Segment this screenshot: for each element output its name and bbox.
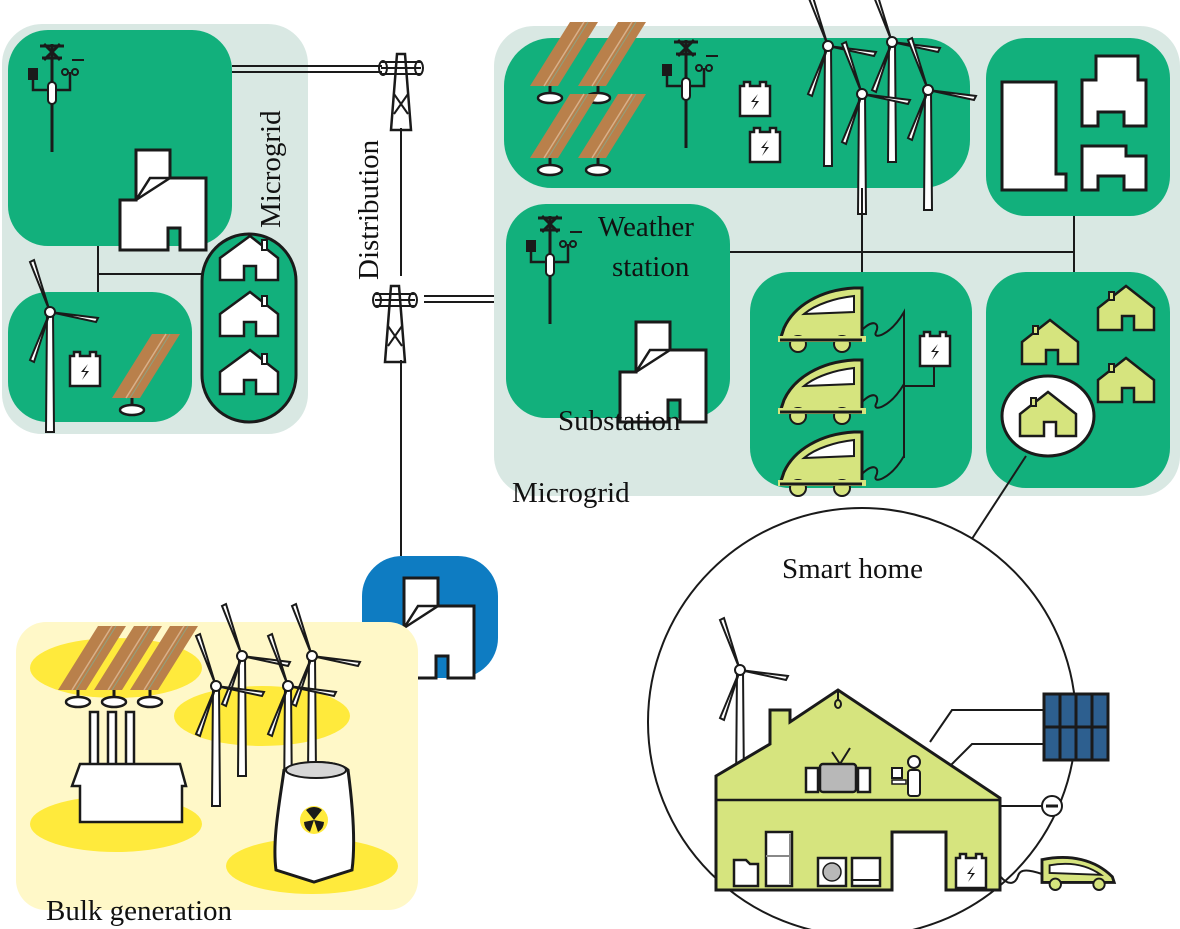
light-bulb-icon (834, 699, 842, 709)
bulk-generation-label: Bulk generation (46, 895, 233, 927)
smart-home-label: Smart home (782, 553, 923, 585)
fossil-power-plant-icon (70, 710, 188, 824)
battery-icon (738, 80, 772, 118)
left-microgrid-label: Microgrid (255, 110, 287, 228)
bulk-generation: Bulk generation (16, 603, 418, 927)
office-building-icon (1000, 80, 1068, 192)
distribution-line-left (232, 65, 382, 73)
computer-user-icon (891, 755, 921, 797)
right-microgrid-label: Microgrid (512, 477, 630, 509)
solar-wiring (929, 709, 1044, 767)
smart-home-connector (965, 455, 1027, 549)
charging-wires (861, 308, 935, 481)
smart-home: Smart home (647, 455, 1117, 929)
substation-label: Substation (558, 405, 681, 437)
office-building-icon (1080, 144, 1148, 192)
microgrid-bus (730, 188, 1075, 272)
distribution-label: Distribution (353, 139, 385, 280)
distribution: Distribution (232, 52, 506, 556)
electric-vehicle-icon (1040, 856, 1117, 891)
transmission-tower-icon (377, 52, 425, 132)
office-building-icon (1080, 54, 1148, 128)
battery-icon (954, 852, 988, 890)
nuclear-cooling-tower-icon (273, 761, 356, 884)
folder-appliance-icon (732, 858, 760, 888)
weather-station-label-line2: station (612, 251, 690, 283)
tv-icon (804, 747, 872, 794)
ev-charging-cable (999, 869, 1043, 884)
transmission-tower-icon (371, 284, 419, 364)
rooftop-solar-panel-icon (1042, 692, 1110, 762)
oven-icon (850, 856, 882, 888)
battery-icon (748, 126, 782, 164)
washing-machine-icon (816, 856, 848, 888)
battery-icon (68, 350, 102, 388)
left-microgrid-link (97, 246, 202, 292)
distribution-line-right (424, 295, 506, 303)
right-microgrid: Weather station Substation Microgrid (494, 0, 1180, 509)
fridge-icon (764, 830, 794, 888)
weather-station-label-line1: Weather (598, 211, 694, 243)
battery-icon (918, 330, 952, 368)
generation-cell (504, 38, 970, 188)
left-microgrid: Microgrid (2, 24, 308, 434)
